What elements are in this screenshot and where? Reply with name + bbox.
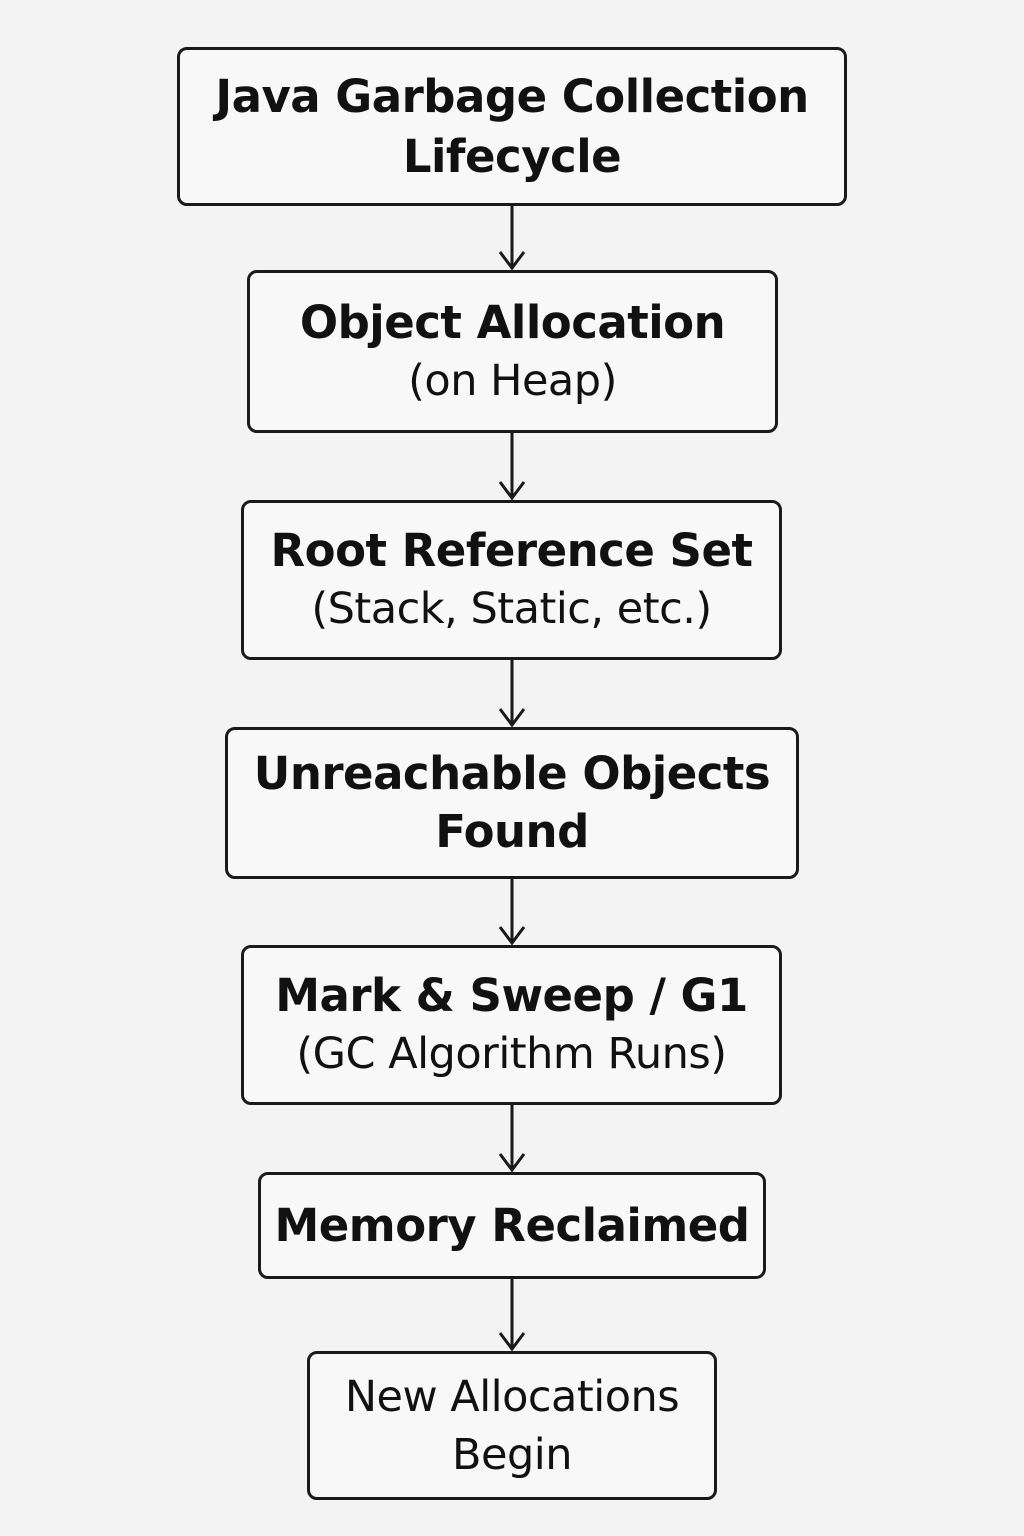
- step-label-line-2: Found: [435, 805, 589, 858]
- step-unreachable-objects: Unreachable Objects Found: [225, 727, 799, 879]
- step-sublabel: (on Heap): [408, 355, 617, 406]
- step-root-reference-set: Root Reference Set (Stack, Static, etc.): [241, 500, 782, 660]
- step-label-line-2: Begin: [452, 1429, 572, 1480]
- step-label: Object Allocation: [299, 295, 726, 349]
- arrowhead-6: [498, 1332, 526, 1352]
- step-memory-reclaimed: Memory Reclaimed: [258, 1172, 766, 1279]
- title-box: Java Garbage Collection Lifecycle: [177, 47, 847, 206]
- arrowhead-3: [498, 708, 526, 728]
- step-mark-and-sweep: Mark & Sweep / G1 (GC Algorithm Runs): [241, 945, 782, 1105]
- title-line-2: Lifecycle: [402, 129, 622, 183]
- step-label: New Allocations: [344, 1371, 680, 1422]
- arrowhead-1: [498, 251, 526, 271]
- step-sublabel: (Stack, Static, etc.): [311, 584, 712, 634]
- step-object-allocation: Object Allocation (on Heap): [247, 270, 778, 433]
- step-label: Unreachable Objects: [253, 747, 771, 800]
- step-label: Mark & Sweep / G1: [275, 969, 748, 1022]
- arrowhead-2: [498, 481, 526, 501]
- step-label: Memory Reclaimed: [274, 1198, 750, 1252]
- arrowhead-4: [498, 926, 526, 946]
- step-label: Root Reference Set: [270, 524, 753, 577]
- title-line-1: Java Garbage Collection: [215, 69, 809, 123]
- arrowhead-5: [498, 1153, 526, 1173]
- step-sublabel: (GC Algorithm Runs): [296, 1029, 727, 1079]
- step-new-allocations: New Allocations Begin: [307, 1351, 717, 1500]
